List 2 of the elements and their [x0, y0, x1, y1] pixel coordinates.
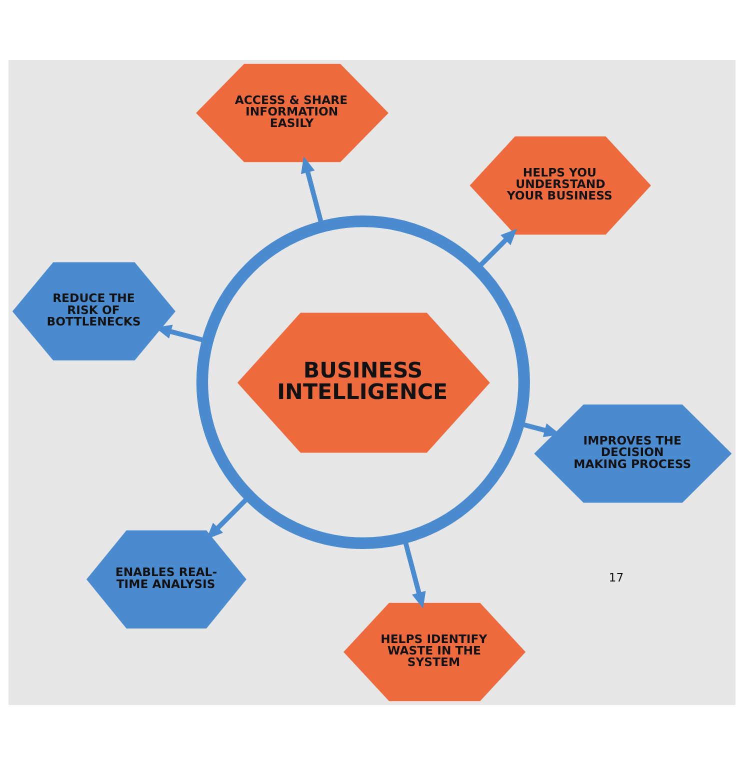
- cluster: [196, 215, 530, 550]
- label: 17: [608, 570, 624, 585]
